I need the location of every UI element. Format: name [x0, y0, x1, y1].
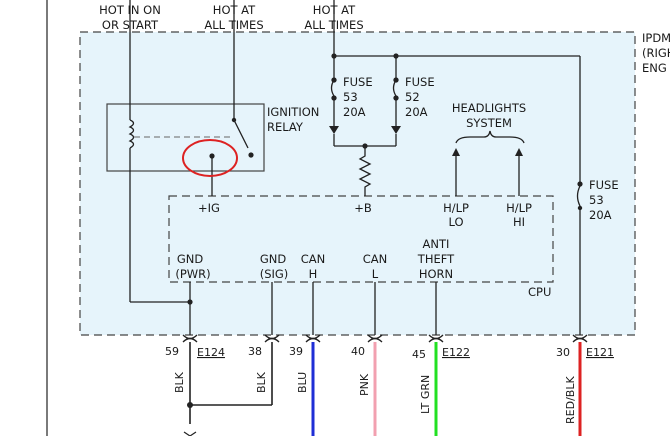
wire-label-lt-grn: LT GRN: [419, 375, 432, 414]
wire-label-pnk: PNK: [358, 373, 371, 396]
hlp-lo-label-line1: H/LP: [443, 201, 469, 215]
headlights-label-line2: SYSTEM: [466, 116, 512, 130]
gnd-sig-label-line1: GND: [260, 252, 287, 266]
pin-30: 30: [556, 346, 570, 359]
right-fuse-label-line2: 53: [589, 193, 604, 207]
hlp-hi-arrow: [515, 148, 523, 156]
relay-coil: [128, 104, 135, 171]
fuse-53: [330, 56, 337, 126]
fuse-52-diode: [391, 126, 401, 134]
terminal-59: [182, 334, 198, 343]
ignition-relay-label-line1: IGNITION: [267, 105, 319, 119]
hot-at-all-times-2-line2: ALL TIMES: [304, 18, 363, 32]
fuse-53-label-line1: FUSE: [343, 75, 373, 89]
fuse-52: [392, 56, 399, 126]
terminal-30: [572, 334, 588, 343]
gnd-pwr-label-line2: (PWR): [175, 267, 210, 281]
terminal-39: [305, 334, 321, 343]
hot-in-on-label-line1: HOT IN ON: [99, 3, 161, 17]
gnd-pwr-label-line1: GND: [177, 252, 204, 266]
can-l-label-line2: L: [372, 267, 379, 281]
right-fuse-label-line3: 20A: [589, 208, 612, 222]
can-h-label-line2: H: [309, 267, 318, 281]
gnd-sig-label-line2: (SIG): [260, 267, 289, 281]
cpu-label: CPU: [528, 285, 551, 299]
ipdm-label-line2: (RIGH: [642, 46, 670, 60]
connector-e121: E121: [586, 346, 614, 359]
pin-59: 59: [165, 345, 179, 358]
highlight-circle: [182, 139, 238, 177]
hot-in-on-label-line2: OR START: [102, 18, 159, 32]
hlp-lo-arrow: [452, 148, 460, 156]
b-label: +B: [354, 201, 372, 215]
hlp-hi-label-line1: H/LP: [506, 201, 532, 215]
ignition-relay-label-line2: RELAY: [267, 120, 304, 134]
cpu-box: [168, 195, 554, 283]
wire-continues-mark: [183, 431, 197, 436]
anti-theft-label-line3: HORN: [419, 267, 453, 281]
right-fuse-node-top: [577, 181, 583, 187]
connector-e124: E124: [197, 346, 225, 359]
fuse-52-label-line1: FUSE: [405, 75, 435, 89]
fuse-52-label-line3: 20A: [405, 105, 428, 119]
hot-at-all-times-1-line1: HOT AT: [213, 3, 256, 17]
fuse-52-label-line2: 52: [405, 90, 420, 104]
wire-label-blu: BLU: [296, 372, 309, 393]
can-h-label-line1: CAN: [301, 252, 326, 266]
terminal-45: [428, 334, 444, 343]
headlights-brace: [455, 130, 525, 144]
ig-label: +IG: [198, 201, 220, 215]
wire-label-red-blk: RED/BLK: [564, 376, 577, 424]
hot-at-all-times-1-line2: ALL TIMES: [204, 18, 263, 32]
pin-40: 40: [351, 345, 365, 358]
hot-at-all-times-2-line1: HOT AT: [313, 3, 356, 17]
wire-label-blk-2: BLK: [255, 371, 268, 393]
gnd-pwr-node: [187, 299, 193, 305]
hlp-lo-label-line2: LO: [448, 215, 463, 229]
fuse-53-label-line3: 20A: [343, 105, 366, 119]
pin-39: 39: [289, 345, 303, 358]
fuse-53-diode: [329, 126, 339, 134]
hlp-hi-label-line2: HI: [513, 215, 525, 229]
terminal-40: [367, 334, 383, 343]
right-fuse-element: [576, 185, 581, 207]
resistor: [358, 146, 372, 196]
headlights-label-line1: HEADLIGHTS: [452, 101, 526, 115]
can-l-label-line1: CAN: [363, 252, 388, 266]
ipdm-label-line1: IPDM: [642, 31, 670, 45]
pin-38: 38: [248, 345, 262, 358]
anti-theft-label-line1: ANTI: [423, 237, 450, 251]
ipdm-label-line3: ENG: [642, 61, 667, 75]
relay-switch-blade: [233, 119, 249, 149]
terminal-38: [264, 334, 280, 343]
pin-45: 45: [412, 348, 426, 361]
anti-theft-label-line2: THEFT: [417, 252, 455, 266]
right-fuse-label-line1: FUSE: [589, 178, 619, 192]
fuse-53-label-line2: 53: [343, 90, 358, 104]
relay-switch-contact: [248, 152, 254, 158]
connector-e122: E122: [442, 346, 470, 359]
wire-label-blk-1: BLK: [173, 371, 186, 393]
ipdm-module-box: [79, 31, 636, 336]
